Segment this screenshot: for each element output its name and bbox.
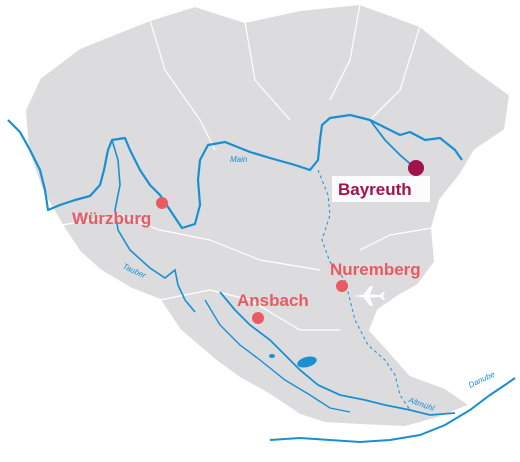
city-label-wurzburg: Würzburg [72,209,151,228]
city-marker-wurzburg[interactable] [156,197,168,209]
city-label-bayreuth: Bayreuth [338,180,412,199]
river-danube [269,377,516,444]
river-red-main [369,119,416,169]
bayreuth-highlight [332,176,430,202]
river-label-main: Main [230,155,248,164]
district-borders [61,3,433,331]
city-marker-ansbach[interactable] [252,312,264,324]
city-marker-nuremberg[interactable] [336,280,348,292]
canal-main-danube [317,169,411,411]
city-marker-bayreuth[interactable] [408,160,424,176]
lake [297,356,317,368]
river-tauber [111,139,196,313]
region-land [23,2,512,429]
city-label-ansbach: Ansbach [237,291,309,310]
lake-small [269,354,275,358]
airplane-icon [354,286,385,306]
river-south [204,299,351,413]
city-label-nuremberg: Nuremberg [330,260,421,279]
river-label-danube: Danube [467,370,497,390]
river-altmuhl [219,291,456,416]
